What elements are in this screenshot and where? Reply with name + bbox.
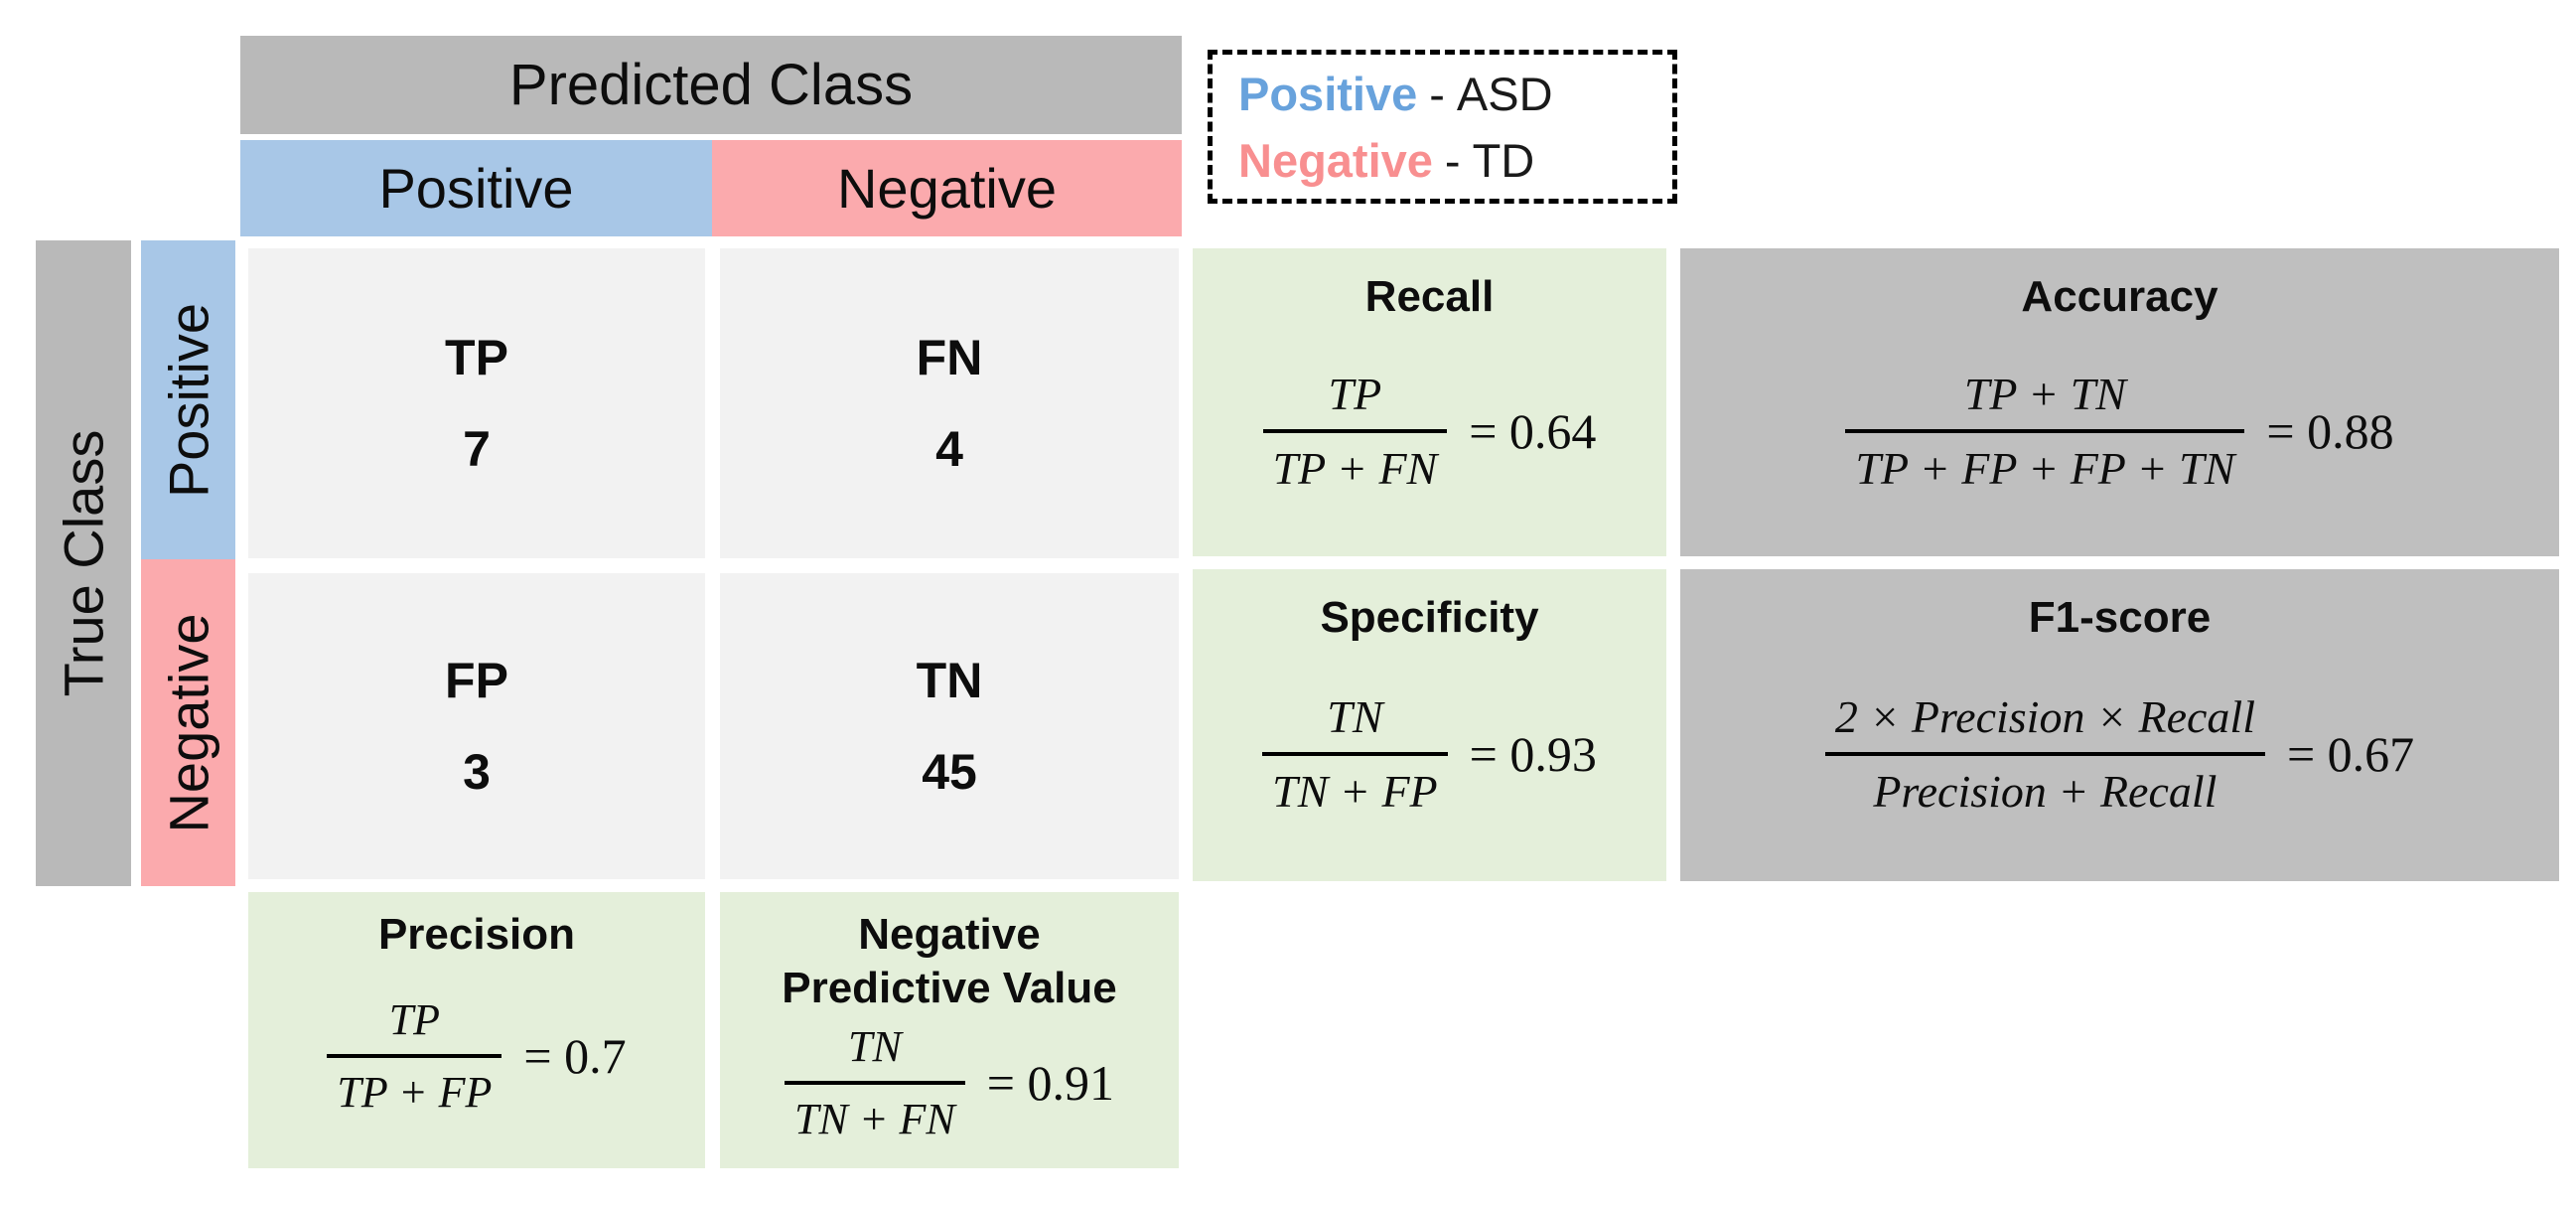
- legend-negative-value: TD: [1472, 133, 1535, 187]
- legend-negative-line: Negative-TD: [1238, 127, 1646, 194]
- cell-tp-value: 7: [463, 421, 491, 477]
- true-class-label: True Class: [52, 429, 115, 697]
- legend-negative-label: Negative: [1238, 133, 1433, 187]
- npv-denominator: TN + FN: [794, 1095, 955, 1143]
- metric-npv-title: Negative Predictive Value: [782, 910, 1117, 1012]
- row-positive-label: Positive: [157, 302, 219, 498]
- precision-value: = 0.7: [523, 1028, 627, 1084]
- metric-recall-title: Recall: [1364, 272, 1495, 321]
- true-class-header: True Class: [36, 240, 131, 886]
- metric-npv-formula: TN TN + FN = 0.91: [785, 1021, 1114, 1144]
- legend-positive-value: ASD: [1456, 67, 1553, 120]
- f1-denominator: Precision + Recall: [1873, 766, 2218, 817]
- cell-fp: FP 3: [248, 573, 705, 879]
- metric-precision-formula: TP TP + FP = 0.7: [327, 994, 627, 1118]
- specificity-denominator: TN + FP: [1272, 766, 1438, 817]
- f1-numerator: 2 × Precision × Recall: [1824, 690, 2265, 756]
- legend-positive-line: Positive-ASD: [1238, 61, 1646, 127]
- row-negative-label: Negative: [157, 612, 219, 833]
- recall-numerator: TP: [1262, 368, 1448, 433]
- recall-value: = 0.64: [1469, 403, 1597, 459]
- metric-f1-formula: 2 × Precision × Recall Precision + Recal…: [1824, 690, 2415, 818]
- legend-positive-label: Positive: [1238, 67, 1418, 120]
- specificity-numerator: TN: [1262, 690, 1448, 756]
- row-header-negative: Negative: [141, 559, 235, 886]
- column-header-positive: Positive: [240, 140, 712, 236]
- metric-accuracy-title: Accuracy: [2021, 272, 2218, 321]
- cell-tn-value: 45: [922, 744, 977, 800]
- accuracy-numerator: TP + TN: [1845, 368, 2245, 433]
- accuracy-value: = 0.88: [2266, 403, 2394, 459]
- f1-value: = 0.67: [2286, 726, 2415, 782]
- accuracy-denominator: TP + FP + FP + TN: [1855, 443, 2235, 494]
- cell-fn-value: 4: [935, 421, 963, 477]
- metric-npv: Negative Predictive Value TN TN + FN = 0…: [720, 892, 1179, 1168]
- metric-specificity-title: Specificity: [1320, 593, 1539, 642]
- cell-fp-label: FP: [445, 653, 508, 708]
- metric-accuracy-formula: TP + TN TP + FP + FP + TN = 0.88: [1845, 368, 2394, 495]
- metric-accuracy: Accuracy TP + TN TP + FP + FP + TN = 0.8…: [1680, 248, 2559, 556]
- npv-numerator: TN: [785, 1021, 965, 1085]
- specificity-value: = 0.93: [1469, 726, 1597, 782]
- cell-fn-label: FN: [916, 330, 983, 385]
- npv-value: = 0.91: [986, 1055, 1114, 1111]
- metric-f1-title: F1-score: [2028, 593, 2212, 642]
- metric-precision-title: Precision: [377, 910, 576, 959]
- metric-f1: F1-score 2 × Precision × Recall Precisio…: [1680, 569, 2559, 881]
- metric-precision: Precision TP TP + FP = 0.7: [248, 892, 705, 1168]
- metric-specificity: Specificity TN TN + FP = 0.93: [1193, 569, 1666, 881]
- row-header-positive: Positive: [141, 240, 235, 559]
- recall-denominator: TP + FN: [1272, 443, 1438, 494]
- cell-tp: TP 7: [248, 248, 705, 558]
- cell-fn: FN 4: [720, 248, 1179, 558]
- cell-tp-label: TP: [445, 330, 508, 385]
- column-header-negative: Negative: [712, 140, 1182, 236]
- legend-positive-dash: -: [1429, 67, 1445, 120]
- cell-tn: TN 45: [720, 573, 1179, 879]
- precision-denominator: TP + FP: [337, 1068, 493, 1117]
- cell-fp-value: 3: [463, 744, 491, 800]
- predicted-class-header: Predicted Class: [240, 36, 1182, 134]
- cell-tn-label: TN: [916, 653, 983, 708]
- legend-negative-dash: -: [1444, 133, 1461, 187]
- precision-numerator: TP: [327, 994, 502, 1058]
- metric-specificity-formula: TN TN + FP = 0.93: [1262, 690, 1597, 818]
- metric-recall: Recall TP TP + FN = 0.64: [1193, 248, 1666, 556]
- metric-recall-formula: TP TP + FN = 0.64: [1262, 368, 1597, 495]
- legend-box: Positive-ASD Negative-TD: [1208, 50, 1677, 204]
